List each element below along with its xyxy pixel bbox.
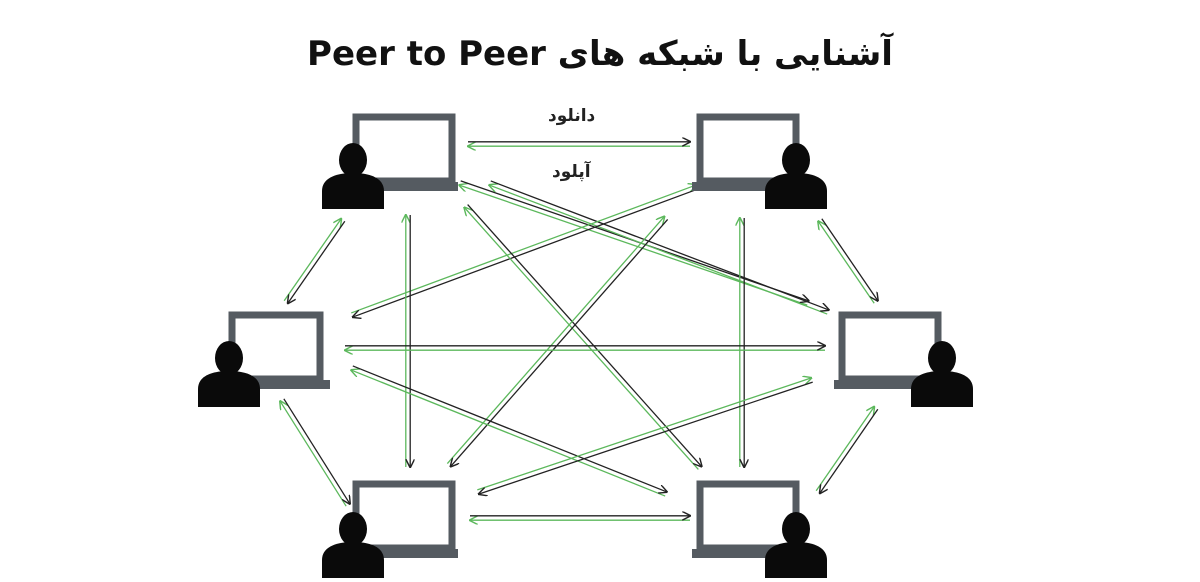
upload-arrow [446, 217, 664, 464]
link-top-right-mid-right [818, 218, 878, 304]
node-top-right [692, 113, 827, 209]
download-arrow [283, 398, 350, 504]
upload-arrow [283, 219, 341, 302]
link-mid-left-bottom-left [280, 398, 350, 507]
download-arrow [820, 408, 879, 493]
link-top-right-bottom-right [740, 218, 744, 467]
upload-arrow [351, 370, 666, 497]
link-mid-left-bottom-right [351, 365, 667, 497]
link-top-left-top-right [468, 142, 690, 146]
upload-arrow [477, 378, 811, 491]
link-top-right-mid-left-x [489, 180, 829, 315]
node-mid-right [834, 311, 973, 407]
download-arrow [467, 204, 702, 467]
link-mid-left-mid-right [345, 346, 825, 350]
link-top-left-mid-left [283, 219, 346, 304]
person-icon [322, 143, 384, 209]
upload-label: آپلود [552, 162, 591, 182]
person-icon [765, 512, 827, 578]
node-mid-left [198, 311, 330, 407]
node-bottom-right [692, 480, 827, 578]
connection-links [280, 142, 878, 520]
link-mid-right-bottom-right [815, 407, 879, 494]
upload-arrow [815, 407, 874, 492]
page-title: آشنایی با شبکه های Peer to Peer [307, 34, 893, 74]
person-icon [322, 512, 384, 578]
person-icon [765, 143, 827, 209]
link-top-right-bottom-left [446, 217, 669, 467]
upload-arrow [464, 207, 699, 470]
link-top-right-mid-left [351, 185, 698, 317]
download-arrow [352, 365, 667, 492]
download-arrow [479, 381, 813, 494]
download-arrow [451, 219, 669, 466]
node-bottom-left [322, 480, 458, 578]
upload-arrow [489, 185, 828, 315]
upload-arrow [280, 401, 347, 507]
download-arrow [288, 220, 346, 303]
download-label: دانلود [548, 106, 596, 126]
link-mid-right-bottom-left [477, 378, 812, 494]
upload-arrow [818, 221, 875, 304]
upload-arrow [351, 185, 696, 314]
person-icon [911, 341, 973, 407]
node-top-left [322, 113, 458, 209]
link-top-left-bottom-left [406, 215, 410, 467]
link-bottom-left-bottom-right [470, 516, 690, 520]
upload-arrow [459, 185, 808, 306]
person-icon [198, 341, 260, 407]
download-arrow [821, 218, 878, 301]
link-top-left-bottom-right [464, 204, 702, 470]
download-arrow [490, 180, 829, 310]
